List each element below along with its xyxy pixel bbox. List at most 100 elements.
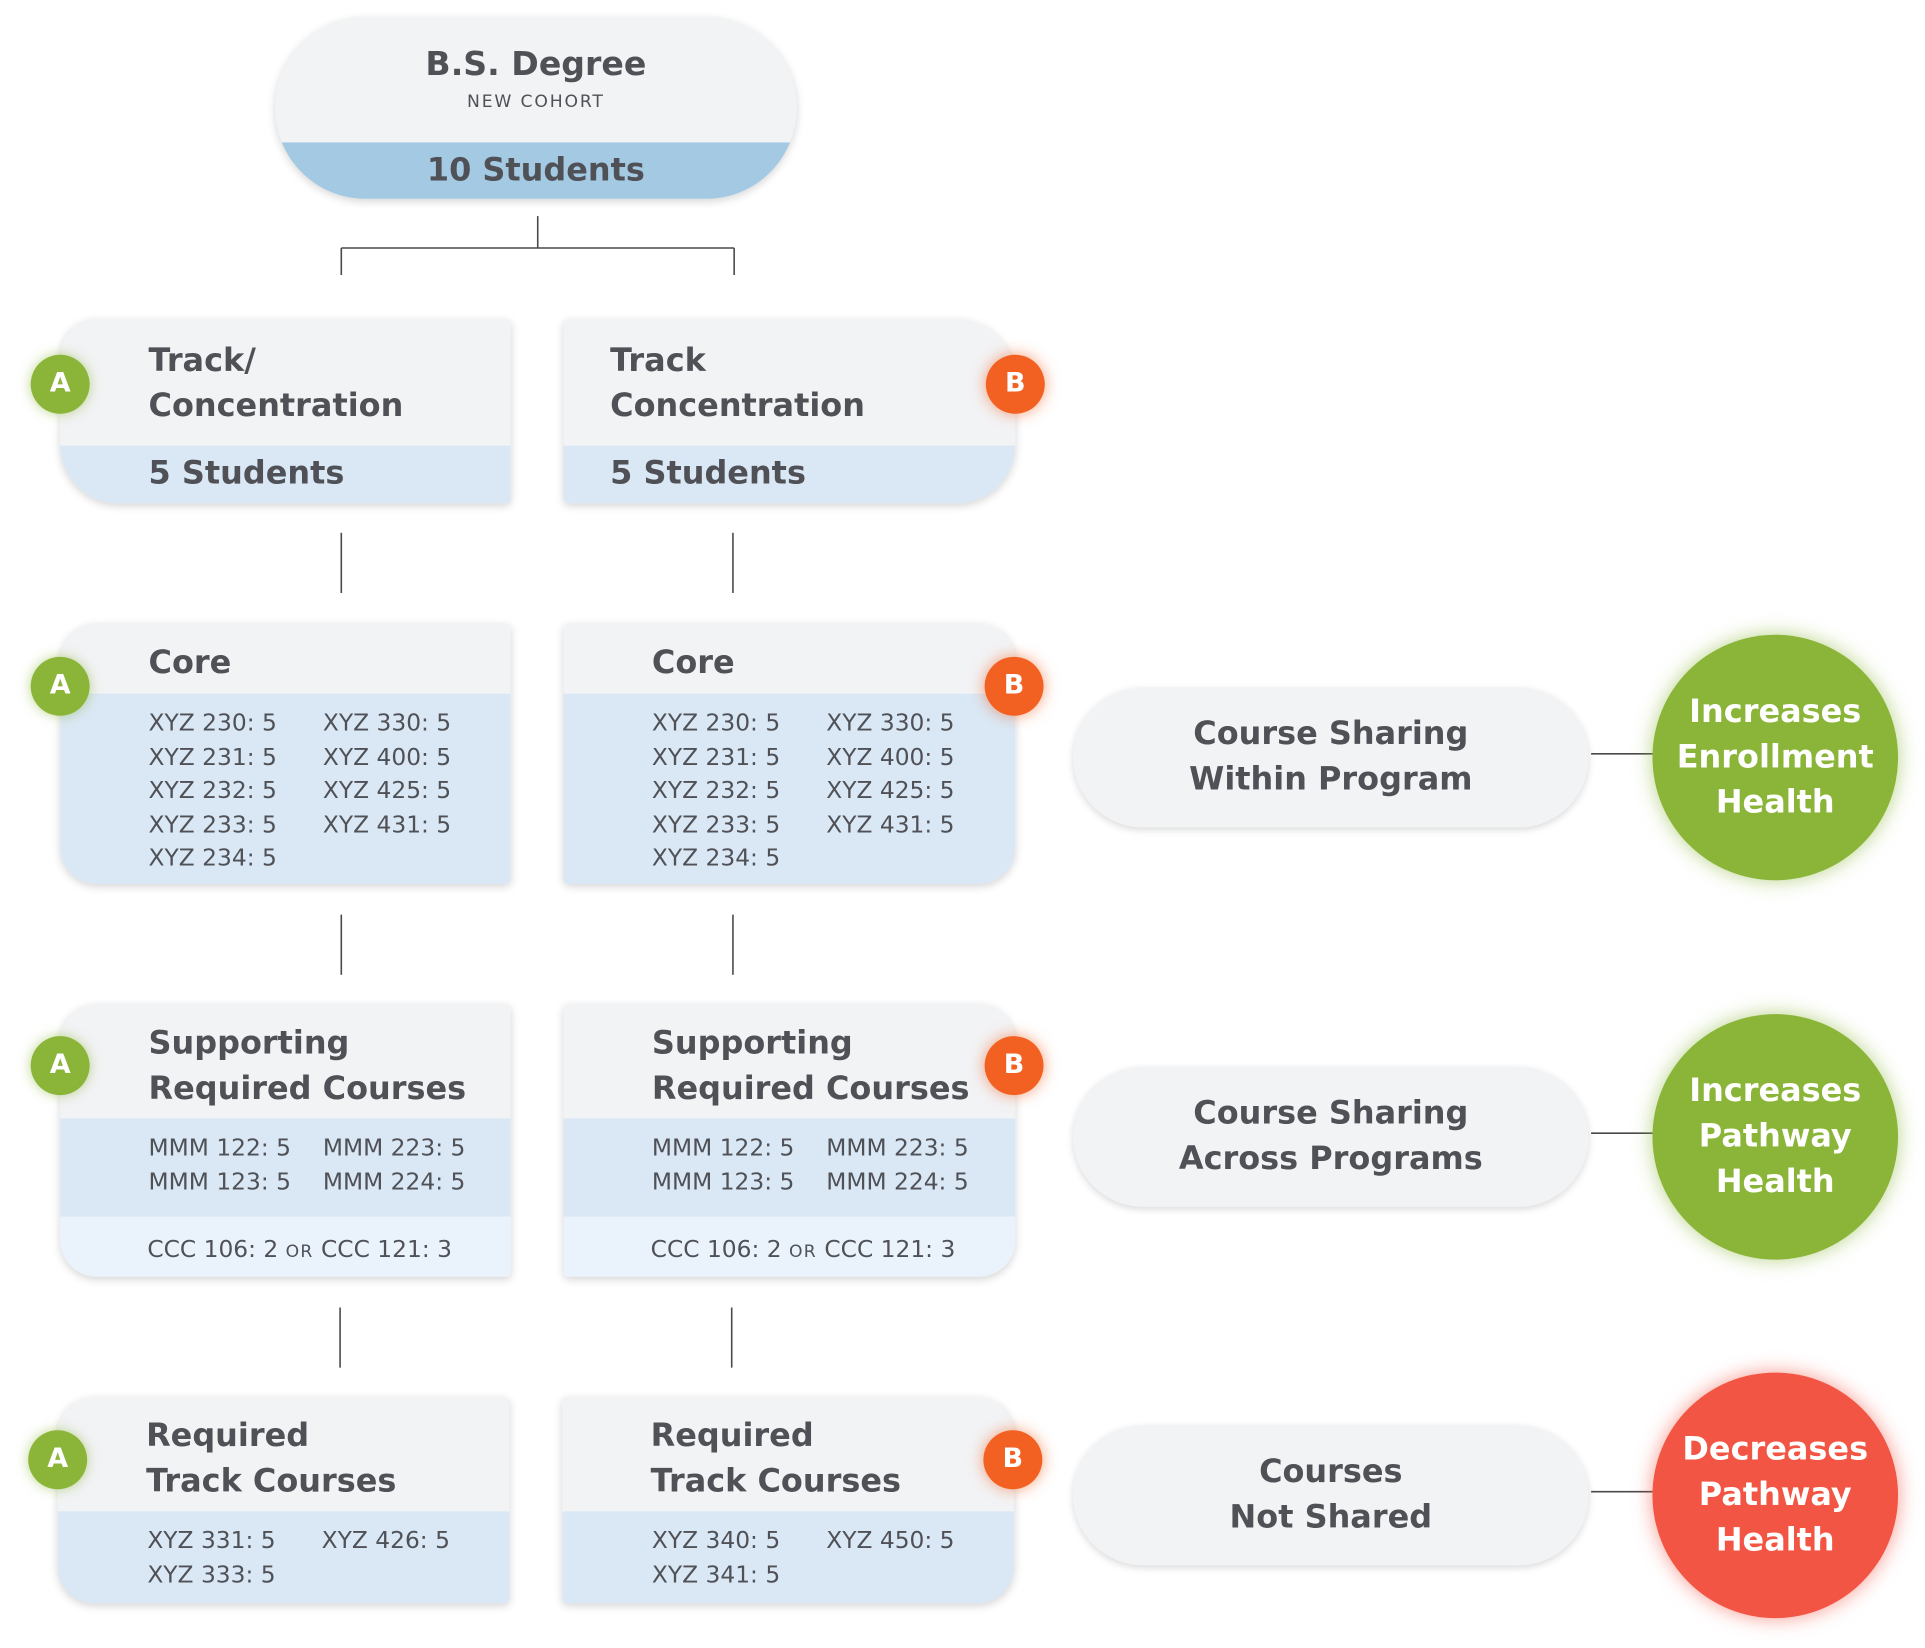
course-item: XYZ 231: 5 bbox=[148, 743, 277, 771]
outcome-increases-pathway-health: Increases Pathway Health bbox=[1652, 1014, 1899, 1260]
supporting-course-list: MMM 122: 5 MMM 223: 5 MMM 123: 5 MMM 224… bbox=[652, 1132, 1015, 1200]
elective-choice: CCC 106: 2 OR CCC 121: 3 bbox=[651, 1236, 956, 1263]
required-b-badge: B bbox=[983, 1430, 1043, 1490]
legend-label-line2: Not Shared bbox=[1229, 1499, 1433, 1536]
course-item: XYZ 233: 5 bbox=[651, 810, 781, 838]
course-item: MMM 223: 5 bbox=[826, 1134, 969, 1162]
outcome-line2: Pathway bbox=[1698, 1476, 1852, 1514]
course-item: XYZ 234: 5 bbox=[651, 844, 781, 872]
outcome-line1: Increases bbox=[1689, 693, 1862, 730]
core-title: Core bbox=[148, 644, 232, 682]
supporting-title-line1: Supporting bbox=[651, 1025, 853, 1062]
course-item: XYZ 425: 5 bbox=[826, 777, 955, 805]
course-item: XYZ 425: 5 bbox=[322, 777, 452, 805]
course-item: XYZ 234: 5 bbox=[148, 844, 277, 872]
degree-title: B.S. Degree bbox=[425, 45, 647, 84]
course-item: MMM 224: 5 bbox=[826, 1168, 969, 1196]
course-item: MMM 224: 5 bbox=[322, 1168, 466, 1196]
course-item: XYZ 341: 5 bbox=[651, 1561, 781, 1589]
course-item: XYZ 400: 5 bbox=[322, 743, 452, 771]
outcome-line3: Health bbox=[1715, 783, 1835, 821]
track-title-line2: Concentration bbox=[610, 387, 865, 425]
track-a-badge: A bbox=[30, 354, 90, 414]
track-title-line1: Track bbox=[610, 342, 706, 380]
outcome-line1: Decreases bbox=[1682, 1430, 1869, 1468]
outcome-line1: Increases bbox=[1689, 1072, 1862, 1110]
outcome-line2: Pathway bbox=[1698, 1117, 1852, 1155]
course-item: MMM 122: 5 bbox=[651, 1134, 795, 1162]
cohort-label: NEW COHORT bbox=[467, 92, 605, 112]
core-title: Core bbox=[651, 644, 735, 682]
core-course-list: XYZ 230: 5 XYZ 330: 5 XYZ 231: 5 XYZ 400… bbox=[652, 707, 1015, 876]
course-item: XYZ 230: 5 bbox=[651, 709, 781, 737]
supporting-title-line1: Supporting bbox=[148, 1025, 350, 1062]
core-b-badge: B bbox=[984, 656, 1044, 716]
track-card-b: Track Concentration 5 Students bbox=[563, 319, 1016, 504]
core-card-b: Core XYZ 230: 5 XYZ 330: 5 XYZ 231: 5 XY… bbox=[563, 623, 1016, 884]
elective-option: CCC 106: 2 bbox=[650, 1236, 782, 1264]
track-title-line1: Track/ bbox=[148, 342, 256, 380]
root-student-count: 10 Students bbox=[426, 152, 645, 190]
course-item: XYZ 331: 5 bbox=[147, 1527, 276, 1555]
legend-label-line1: Courses bbox=[1259, 1453, 1403, 1491]
track-b-badge: B bbox=[985, 354, 1045, 414]
course-item: MMM 223: 5 bbox=[322, 1134, 466, 1162]
required-card-b: Required Track Courses XYZ 340: 5 XYZ 45… bbox=[562, 1397, 1015, 1604]
course-item: MMM 122: 5 bbox=[148, 1134, 291, 1162]
legend-label-line2: Within Program bbox=[1189, 761, 1473, 799]
or-label: OR bbox=[789, 1242, 817, 1263]
course-item: XYZ 340: 5 bbox=[651, 1527, 781, 1555]
course-item: XYZ 450: 5 bbox=[826, 1527, 955, 1555]
course-item: XYZ 426: 5 bbox=[321, 1527, 450, 1555]
supporting-a-badge: A bbox=[30, 1036, 90, 1096]
legend-label-line2: Across Programs bbox=[1178, 1140, 1483, 1178]
outcome-decreases-pathway-health: Decreases Pathway Health bbox=[1652, 1372, 1899, 1619]
supporting-title-line2: Required Courses bbox=[148, 1070, 467, 1108]
course-item: XYZ 233: 5 bbox=[148, 810, 277, 838]
required-course-list: XYZ 331: 5 XYZ 426: 5 XYZ 333: 5 bbox=[147, 1525, 509, 1593]
supporting-b-badge: B bbox=[984, 1036, 1044, 1096]
course-item: XYZ 431: 5 bbox=[322, 810, 452, 838]
course-item: XYZ 231: 5 bbox=[651, 743, 781, 771]
elective-option: CCC 121: 3 bbox=[824, 1236, 956, 1264]
required-card-a: Required Track Courses XYZ 331: 5 XYZ 42… bbox=[57, 1397, 510, 1604]
course-item: MMM 123: 5 bbox=[651, 1168, 795, 1196]
course-item: XYZ 431: 5 bbox=[826, 810, 955, 838]
course-item: XYZ 330: 5 bbox=[826, 709, 955, 737]
required-course-list: XYZ 340: 5 XYZ 450: 5 XYZ 341: 5 bbox=[652, 1525, 1014, 1593]
legend-label-line1: Course Sharing bbox=[1193, 715, 1469, 753]
elective-option: CCC 121: 3 bbox=[321, 1236, 452, 1264]
root-degree-card: B.S. Degree NEW COHORT 10 Students bbox=[275, 17, 797, 199]
course-item: MMM 123: 5 bbox=[148, 1168, 291, 1196]
legend-sharing-across-programs: Course Sharing Across Programs bbox=[1073, 1066, 1589, 1207]
track-student-count: 5 Students bbox=[148, 455, 345, 493]
required-title-line2: Track Courses bbox=[146, 1463, 397, 1501]
track-student-count: 5 Students bbox=[610, 455, 806, 493]
track-title-line2: Concentration bbox=[148, 387, 404, 425]
required-title-line2: Track Courses bbox=[650, 1463, 901, 1501]
core-course-list: XYZ 230: 5 XYZ 330: 5 XYZ 231: 5 XYZ 400… bbox=[149, 707, 511, 876]
supporting-title-line2: Required Courses bbox=[651, 1070, 970, 1108]
course-item: XYZ 400: 5 bbox=[826, 743, 955, 771]
legend-courses-not-shared: Courses Not Shared bbox=[1073, 1425, 1589, 1566]
or-label: OR bbox=[285, 1242, 314, 1263]
core-a-badge: A bbox=[30, 656, 90, 716]
course-item: XYZ 230: 5 bbox=[148, 709, 277, 737]
course-item: XYZ 330: 5 bbox=[322, 709, 452, 737]
supporting-course-list: MMM 122: 5 MMM 223: 5 MMM 123: 5 MMM 224… bbox=[149, 1132, 511, 1200]
outcome-line3: Health bbox=[1715, 1521, 1835, 1559]
supporting-card-a: Supporting Required Courses MMM 122: 5 M… bbox=[60, 1004, 511, 1277]
course-item: XYZ 232: 5 bbox=[651, 777, 781, 805]
elective-choice: CCC 106: 2 OR CCC 121: 3 bbox=[147, 1236, 452, 1263]
outcome-line3: Health bbox=[1715, 1163, 1835, 1201]
required-title-line1: Required bbox=[650, 1417, 814, 1455]
legend-label-line1: Course Sharing bbox=[1193, 1095, 1469, 1132]
legend-sharing-within-program: Course Sharing Within Program bbox=[1073, 687, 1589, 828]
track-card-a: Track/ Concentration 5 Students bbox=[60, 319, 511, 504]
supporting-card-b: Supporting Required Courses MMM 122: 5 M… bbox=[563, 1004, 1016, 1277]
core-card-a: Core XYZ 230: 5 XYZ 330: 5 XYZ 231: 5 XY… bbox=[60, 623, 511, 884]
course-item: XYZ 232: 5 bbox=[148, 777, 277, 805]
required-a-badge: A bbox=[28, 1430, 88, 1490]
course-item: XYZ 333: 5 bbox=[147, 1561, 276, 1589]
